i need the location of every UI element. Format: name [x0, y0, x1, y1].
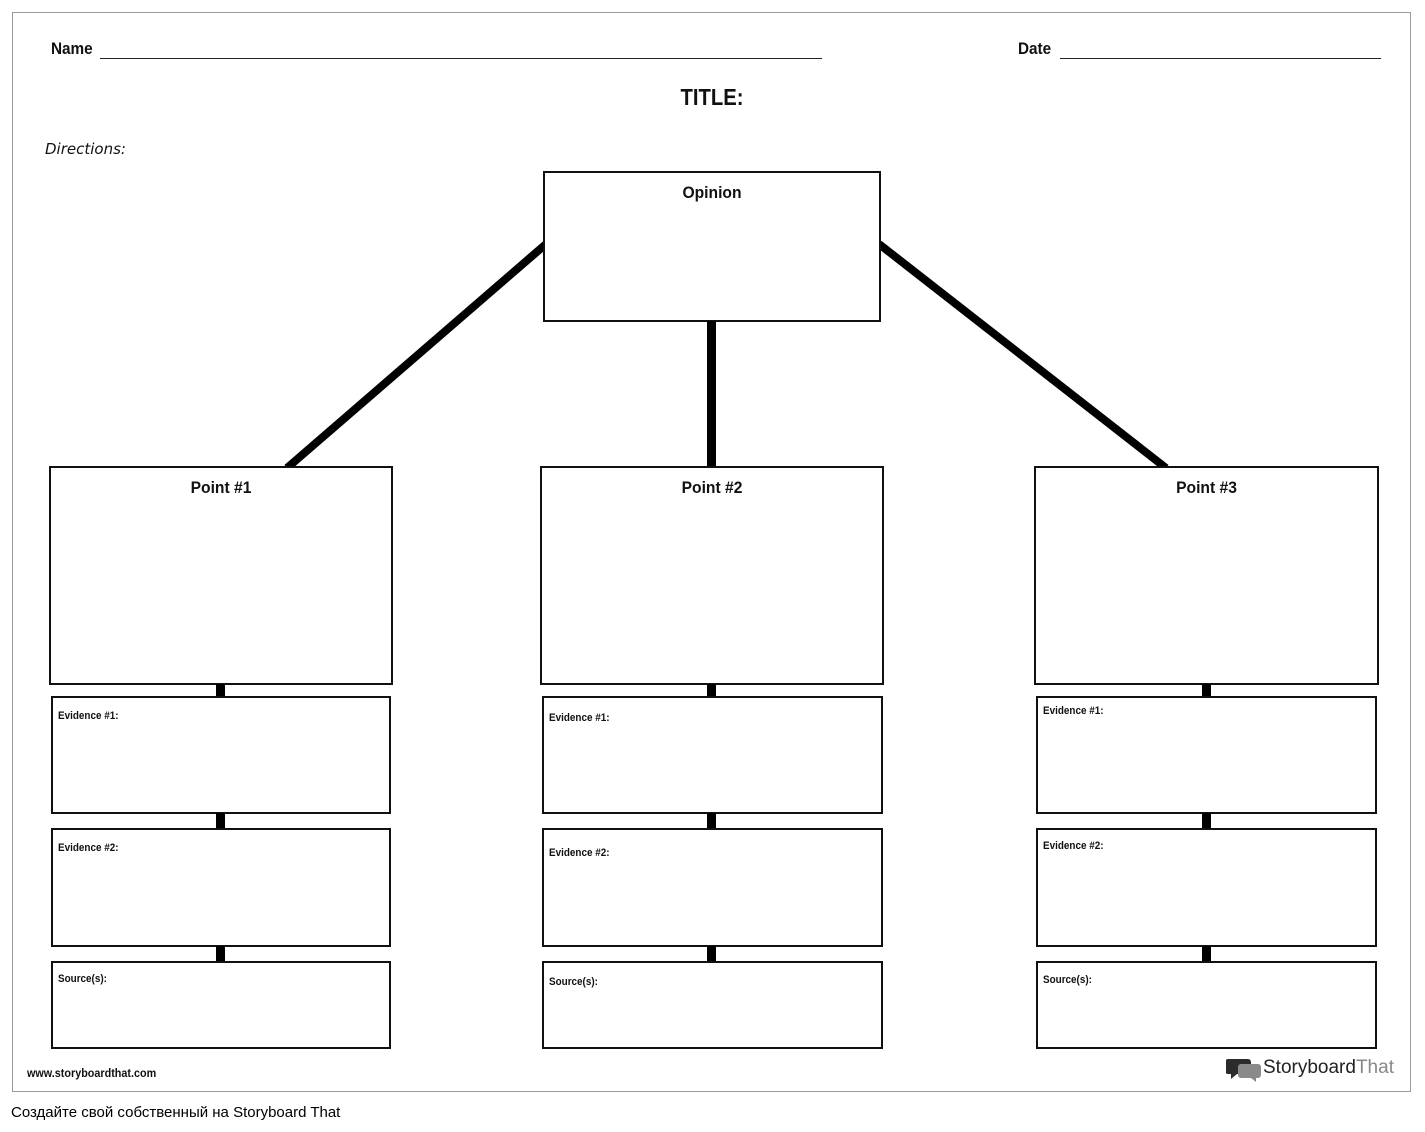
evidence1-box-3[interactable]: Evidence #1: — [1036, 696, 1377, 814]
page-title: TITLE: — [680, 84, 744, 110]
connector-opinion-point2 — [707, 321, 716, 468]
evidence2-box-2[interactable]: Evidence #2: — [542, 828, 883, 947]
connector-evidence1-evidence2-2 — [707, 813, 716, 830]
brand-that: That — [1355, 1057, 1394, 1078]
opinion-box[interactable]: Opinion — [543, 171, 881, 322]
point-box-3[interactable]: Point #3 — [1034, 466, 1379, 685]
point-box-1[interactable]: Point #1 — [49, 466, 393, 685]
caption-link[interactable]: Создайте свой собственный на Storyboard … — [11, 1104, 341, 1121]
name-label: Name — [51, 39, 93, 58]
sources-label-2: Source(s): — [549, 976, 598, 988]
connector-point3-evidence1 — [1202, 684, 1211, 698]
evidence2-box-1[interactable]: Evidence #2: — [51, 828, 391, 947]
connector-evidence2-sources-2 — [707, 946, 716, 963]
evidence2-box-3[interactable]: Evidence #2: — [1036, 828, 1377, 947]
date-line[interactable] — [1060, 58, 1381, 59]
sources-box-1[interactable]: Source(s): — [51, 961, 391, 1049]
evidence2-label-2: Evidence #2: — [549, 847, 610, 859]
point-label-3: Point #3 — [1176, 478, 1237, 497]
point-label-2: Point #2 — [681, 478, 743, 497]
directions-label: Directions: — [45, 140, 126, 158]
evidence1-box-1[interactable]: Evidence #1: — [51, 696, 391, 814]
sources-label-1: Source(s): — [58, 973, 107, 985]
website-url[interactable]: www.storyboardthat.com — [27, 1066, 157, 1080]
speech-bubbles-icon — [1225, 1056, 1262, 1082]
evidence1-box-2[interactable]: Evidence #1: — [542, 696, 883, 814]
connector-opinion-point3 — [876, 240, 1169, 472]
sources-box-3[interactable]: Source(s): — [1036, 961, 1377, 1049]
evidence1-label-3: Evidence #1: — [1043, 705, 1104, 717]
evidence1-label-2: Evidence #1: — [549, 712, 610, 724]
connector-evidence2-sources-3 — [1202, 946, 1211, 963]
point-box-2[interactable]: Point #2 — [540, 466, 884, 685]
opinion-label: Opinion — [682, 183, 742, 202]
sources-box-2[interactable]: Source(s): — [542, 961, 883, 1049]
brand-logo: StoryboardThat — [1263, 1057, 1394, 1079]
connector-evidence1-evidence2-3 — [1202, 813, 1211, 830]
connector-opinion-point1 — [284, 240, 549, 472]
point-label-1: Point #1 — [190, 478, 252, 497]
connector-point2-evidence1 — [707, 684, 716, 698]
connector-point1-evidence1 — [216, 684, 225, 698]
sources-label-3: Source(s): — [1043, 974, 1092, 986]
connector-evidence2-sources-1 — [216, 946, 225, 963]
name-line[interactable] — [100, 58, 822, 59]
connector-evidence1-evidence2-1 — [216, 813, 225, 830]
evidence1-label-1: Evidence #1: — [58, 710, 119, 722]
brand-storyboard: Storyboard — [1263, 1057, 1356, 1078]
evidence2-label-3: Evidence #2: — [1043, 840, 1104, 852]
date-label: Date — [1018, 39, 1052, 58]
evidence2-label-1: Evidence #2: — [58, 842, 119, 854]
